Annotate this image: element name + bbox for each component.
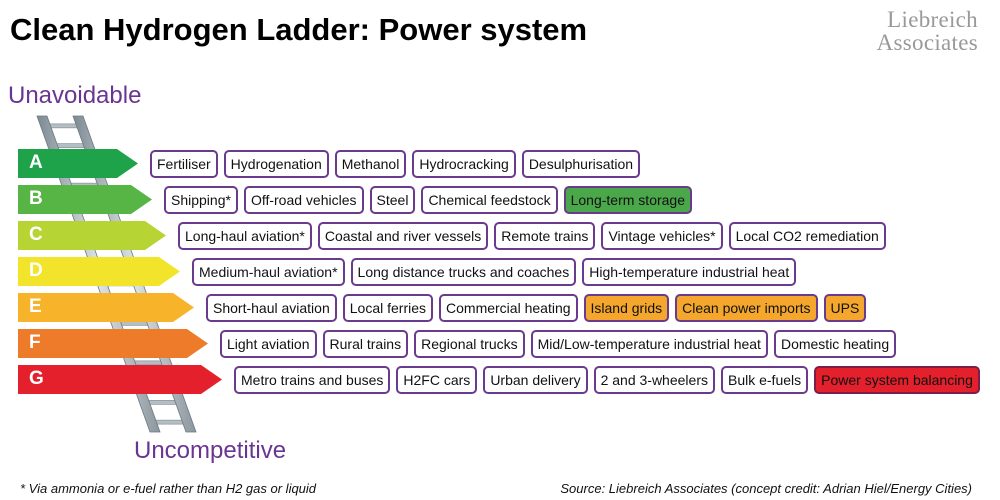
- rating-arrow-a: A: [18, 149, 138, 178]
- row-c-items: Long-haul aviation*Coastal and river ves…: [178, 222, 886, 250]
- application-chip: Clean power imports: [675, 294, 818, 322]
- application-chip: Remote trains: [494, 222, 596, 250]
- application-chip: Regional trucks: [414, 330, 525, 358]
- unavoidable-label: Unavoidable: [8, 82, 142, 109]
- application-chip: Chemical feedstock: [421, 186, 558, 214]
- rating-letter: B: [29, 188, 43, 209]
- application-chip: UPS: [823, 294, 867, 322]
- rating-arrow-c: C: [18, 221, 166, 250]
- page-title: Clean Hydrogen Ladder: Power system: [10, 12, 588, 47]
- application-chip: Hydrogenation: [223, 150, 329, 178]
- rating-arrow-g: G: [18, 365, 222, 394]
- application-chip: H2FC cars: [396, 366, 478, 394]
- application-chip: Long-haul aviation*: [178, 222, 312, 250]
- application-chip: Commercial heating: [439, 294, 578, 322]
- application-chip: 2 and 3-wheelers: [593, 366, 715, 394]
- rating-arrow-e: E: [18, 293, 194, 322]
- application-chip: Shipping*: [164, 186, 238, 214]
- logo-line-1: Liebreich: [887, 7, 978, 32]
- application-chip: Hydrocracking: [412, 150, 516, 178]
- application-chip: High-temperature industrial heat: [582, 258, 797, 286]
- application-chip: Short-haul aviation: [206, 294, 337, 322]
- application-chip: Local CO2 remediation: [728, 222, 886, 250]
- application-chip: Mid/Low-temperature industrial heat: [530, 330, 768, 358]
- application-chip: Bulk e-fuels: [720, 366, 809, 394]
- application-chip: Desulphurisation: [521, 150, 641, 178]
- footnote: * Via ammonia or e-fuel rather than H2 g…: [20, 481, 317, 496]
- application-chip: Methanol: [334, 150, 407, 178]
- company-logo: Liebreich Associates: [877, 8, 978, 54]
- application-chip: Urban delivery: [483, 366, 588, 394]
- application-chip: Coastal and river vessels: [317, 222, 489, 250]
- application-chip: Metro trains and buses: [234, 366, 391, 394]
- application-chip: Fertiliser: [150, 150, 218, 178]
- application-chip: Medium-haul aviation*: [192, 258, 345, 286]
- logo-line-2: Associates: [876, 30, 978, 55]
- rating-arrow-f: F: [18, 329, 208, 358]
- application-chip: Off-road vehicles: [243, 186, 364, 214]
- rating-letter: F: [29, 332, 41, 353]
- uncompetitive-label: Uncompetitive: [134, 437, 287, 464]
- application-chip: Domestic heating: [773, 330, 897, 358]
- application-chip: Local ferries: [342, 294, 434, 322]
- application-chip: Island grids: [583, 294, 670, 322]
- rating-letter: E: [29, 296, 42, 317]
- rating-letter: C: [29, 224, 43, 245]
- row-d-items: Medium-haul aviation*Long distance truck…: [192, 258, 797, 286]
- application-chip: Vintage vehicles*: [601, 222, 723, 250]
- rating-letter: D: [29, 260, 43, 281]
- rating-arrow-b: B: [18, 185, 152, 214]
- application-chip: Power system balancing: [814, 366, 980, 394]
- application-chip: Light aviation: [220, 330, 317, 358]
- application-chip: Long-term storage: [563, 186, 693, 214]
- source-note: Source: Liebreich Associates (concept cr…: [560, 481, 972, 496]
- rating-arrow-d: D: [18, 257, 180, 286]
- application-chip: Steel: [369, 186, 416, 214]
- rating-letter: A: [29, 152, 43, 173]
- application-chip: Rural trains: [322, 330, 409, 358]
- rating-letter: G: [29, 368, 44, 389]
- application-chip: Long distance trucks and coaches: [350, 258, 577, 286]
